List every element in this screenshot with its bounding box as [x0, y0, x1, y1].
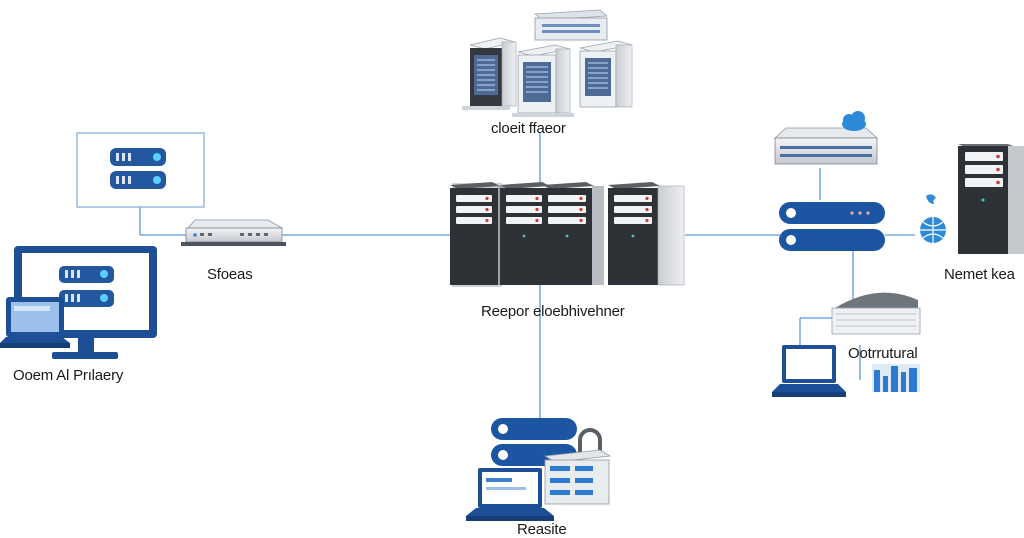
cloud-switch-group: [773, 111, 879, 165]
building-icon: [872, 364, 920, 392]
server-icon: [59, 266, 114, 307]
network-switch-icon: [181, 219, 286, 246]
tower-server-icon: [579, 40, 633, 108]
storage-unit-panel: [76, 132, 205, 208]
lock-icon: [578, 428, 602, 452]
tower-server-icon: [512, 44, 574, 117]
storage-appliance-icon: [831, 292, 921, 335]
storage-appliance-label: Ootrrutural: [848, 345, 918, 362]
monitor-icon: [14, 246, 157, 359]
router-icon: [779, 202, 885, 251]
internet-globe-icon: [920, 194, 946, 243]
rack-server: [608, 182, 685, 286]
site-group: [466, 418, 612, 521]
workstation-label: Ooem Al Prılaery: [13, 367, 124, 384]
rack-server-cluster-icon: [450, 182, 685, 287]
switch-label: Sfoeas: [207, 266, 253, 283]
site-label: Reasite: [517, 521, 567, 538]
rack-server: [500, 182, 550, 285]
rack-server: [542, 182, 604, 285]
connection-lines: [139, 132, 915, 420]
cloud-server-cluster: [462, 9, 633, 117]
server-icon: [110, 148, 166, 189]
tower-server-icon: [958, 144, 1024, 254]
laptop-icon: [772, 345, 846, 397]
rack-server: [450, 182, 506, 285]
tower-server-icon: [462, 37, 517, 110]
storage-switch-icon: [533, 9, 609, 41]
central-cluster-label: Reepor eloebhivehner: [481, 303, 625, 320]
cloud-cluster-label: cloeit ffaeor: [491, 120, 566, 137]
laptop-icon: [466, 468, 554, 521]
cloud-icon: [842, 111, 866, 131]
tower-server-label: Nemet kea: [944, 266, 1015, 283]
storage-unit: [543, 449, 612, 505]
laptop-icon: [0, 297, 70, 348]
workstation-group: [0, 246, 157, 359]
